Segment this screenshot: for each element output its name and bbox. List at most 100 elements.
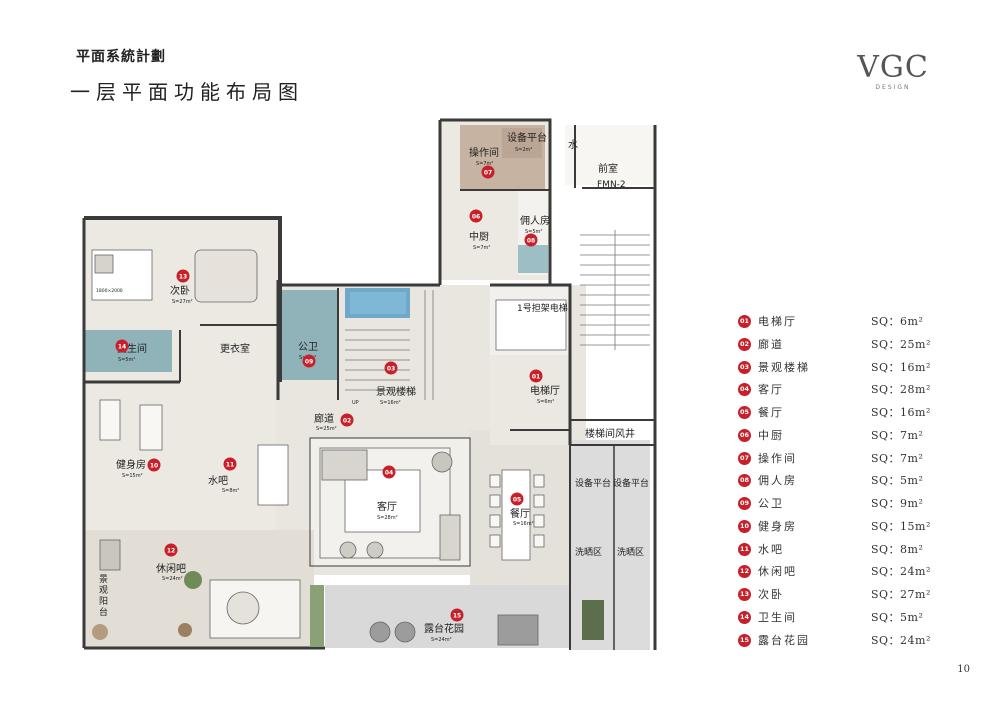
room-badge-10: 10 [147, 458, 161, 472]
label-scenic-stairs: 景观楼梯 [376, 385, 416, 398]
room-badge-05: 05 [510, 492, 524, 506]
legend-area: SQ：6m² [871, 315, 924, 328]
svg-text:02: 02 [343, 418, 351, 425]
legend-row-06: 06 中厨 SQ：7m² [738, 425, 978, 448]
brand-logo: VGC DESIGN [848, 52, 938, 92]
svg-text:07: 07 [484, 170, 492, 177]
legend-name: 露台花园 [758, 633, 810, 647]
legend-name: 操作间 [758, 451, 797, 465]
view-balcony-char-2: 观 [99, 585, 108, 596]
label-front-room: 前室 [598, 162, 618, 175]
legend-badge: 13 [738, 588, 751, 601]
size-lounge-bar: S=24m² [162, 576, 183, 582]
label-equip-platform-a: 设备平台 [575, 477, 611, 489]
label-stair-shaft: 楼梯间风井 [585, 427, 635, 440]
legend-name: 景观楼梯 [758, 360, 810, 374]
view-balcony-char-3: 阳 [99, 596, 108, 607]
svg-text:09: 09 [305, 359, 313, 366]
label-servant-room: 佣人房 [520, 214, 550, 227]
legend-row-12: 12 休闲吧 SQ：24m² [738, 561, 978, 584]
legend-row-02: 02 廊道 SQ：25m² [738, 334, 978, 357]
size-second-bedroom: S=27m² [172, 299, 193, 305]
legend-area: SQ：9m² [871, 497, 924, 510]
svg-text:13: 13 [179, 274, 187, 281]
legend-name: 佣人房 [758, 474, 797, 488]
legend-name: 卫生间 [758, 610, 797, 624]
size-servant-room: S=5m² [525, 229, 542, 235]
legend-area: SQ：16m² [871, 360, 931, 374]
legend-badge: 14 [738, 610, 751, 624]
view-balcony-char-4: 台 [99, 606, 108, 618]
label-middle-kitchen: 中厨 [469, 230, 489, 243]
legend-area: SQ：24m² [871, 633, 931, 647]
size-scenic-stairs: S=16m² [380, 400, 401, 406]
svg-text:11: 11 [226, 462, 234, 469]
label-second-bedroom: 次卧 [170, 284, 190, 297]
label-gym: 健身房 [116, 458, 146, 471]
room-badge-13: 13 [176, 269, 190, 283]
legend-name: 中厨 [758, 428, 784, 442]
size-middle-kitchen: S=7m² [473, 245, 490, 251]
label-corridor: 廊道 [314, 412, 334, 425]
view-balcony-char-1: 景 [99, 574, 108, 585]
legend-name: 餐厅 [758, 406, 784, 419]
legend-badge: 06 [738, 428, 751, 442]
legend-row-08: 08 佣人房 SQ：5m² [738, 470, 978, 493]
legend-row-10: 10 健身房 SQ：15m² [738, 516, 978, 539]
room-badge-02: 02 [340, 413, 354, 427]
label-fmn: FMN-2 [597, 180, 626, 190]
room-badge-04: 04 [382, 465, 396, 479]
stairs [345, 230, 650, 400]
legend-row-15: 15 露台花园 SQ：24m² [738, 630, 978, 653]
room-badge-08: 08 [524, 233, 538, 247]
legend-area: SQ：16m² [871, 406, 931, 419]
label-elevator-hall: 电梯厅 [530, 384, 560, 397]
svg-text:10: 10 [150, 463, 158, 470]
size-corridor: S=25m² [316, 426, 337, 432]
label-operation-room: 操作间 [469, 146, 499, 159]
legend-row-07: 07 操作间 SQ：7m² [738, 448, 978, 471]
legend-badge: 09 [738, 497, 751, 510]
legend-row-04: 04 客厅 SQ：28m² [738, 379, 978, 402]
label-water: 水 [568, 139, 578, 151]
room-legend: 01 电梯厅 SQ：6m² 02 廊道 SQ：25m² 03 景观楼梯 SQ：1… [738, 311, 978, 652]
legend-name: 电梯厅 [758, 315, 797, 328]
legend-name: 廊道 [758, 337, 784, 351]
legend-area: SQ：7m² [871, 428, 924, 442]
svg-text:01: 01 [532, 374, 540, 381]
room-badge-07: 07 [481, 165, 495, 179]
room-badge-09: 09 [302, 354, 316, 368]
label-public-bath: 公卫 [298, 342, 318, 353]
walls [82, 118, 657, 650]
size-operation-room: S=7m² [476, 161, 493, 167]
label-lift-1: 1号担架电梯 [517, 302, 568, 314]
legend-area: SQ：25m² [871, 337, 931, 351]
legend-badge: 01 [738, 315, 751, 328]
svg-text:14: 14 [118, 344, 126, 351]
size-terrace-garden: S=24m² [431, 637, 452, 643]
label-laundry-b: 洗晒区 [617, 546, 644, 558]
legend-badge: 04 [738, 383, 751, 397]
legend-row-14: 14 卫生间 SQ：5m² [738, 607, 978, 630]
svg-text:15: 15 [453, 613, 461, 620]
legend-row-03: 03 景观楼梯 SQ：16m² [738, 357, 978, 380]
legend-name: 水吧 [758, 542, 784, 556]
legend-name: 客厅 [758, 383, 784, 397]
legend-area: SQ：8m² [871, 542, 924, 556]
label-view-balcony: 景 观 阳 台 [99, 574, 111, 618]
legend-row-01: 01 电梯厅 SQ：6m² [738, 311, 978, 334]
room-badge-01: 01 [529, 369, 543, 383]
size-elevator-hall: S=6m² [537, 399, 554, 405]
svg-text:06: 06 [472, 214, 480, 221]
label-bed-size: 1800×2000 [96, 288, 123, 294]
page-number: 10 [957, 664, 970, 675]
legend-area: SQ：28m² [871, 383, 931, 397]
size-equipment-platform-top: S=2m² [515, 147, 532, 153]
label-laundry-a: 洗晒区 [575, 546, 602, 558]
svg-text:05: 05 [513, 497, 521, 504]
size-gym: S=15m² [122, 473, 143, 479]
size-water-bar: S=8m² [222, 488, 239, 494]
label-equipment-platform-top: 设备平台 [507, 131, 547, 144]
legend-badge: 11 [738, 542, 751, 556]
label-up: UP [352, 400, 359, 406]
